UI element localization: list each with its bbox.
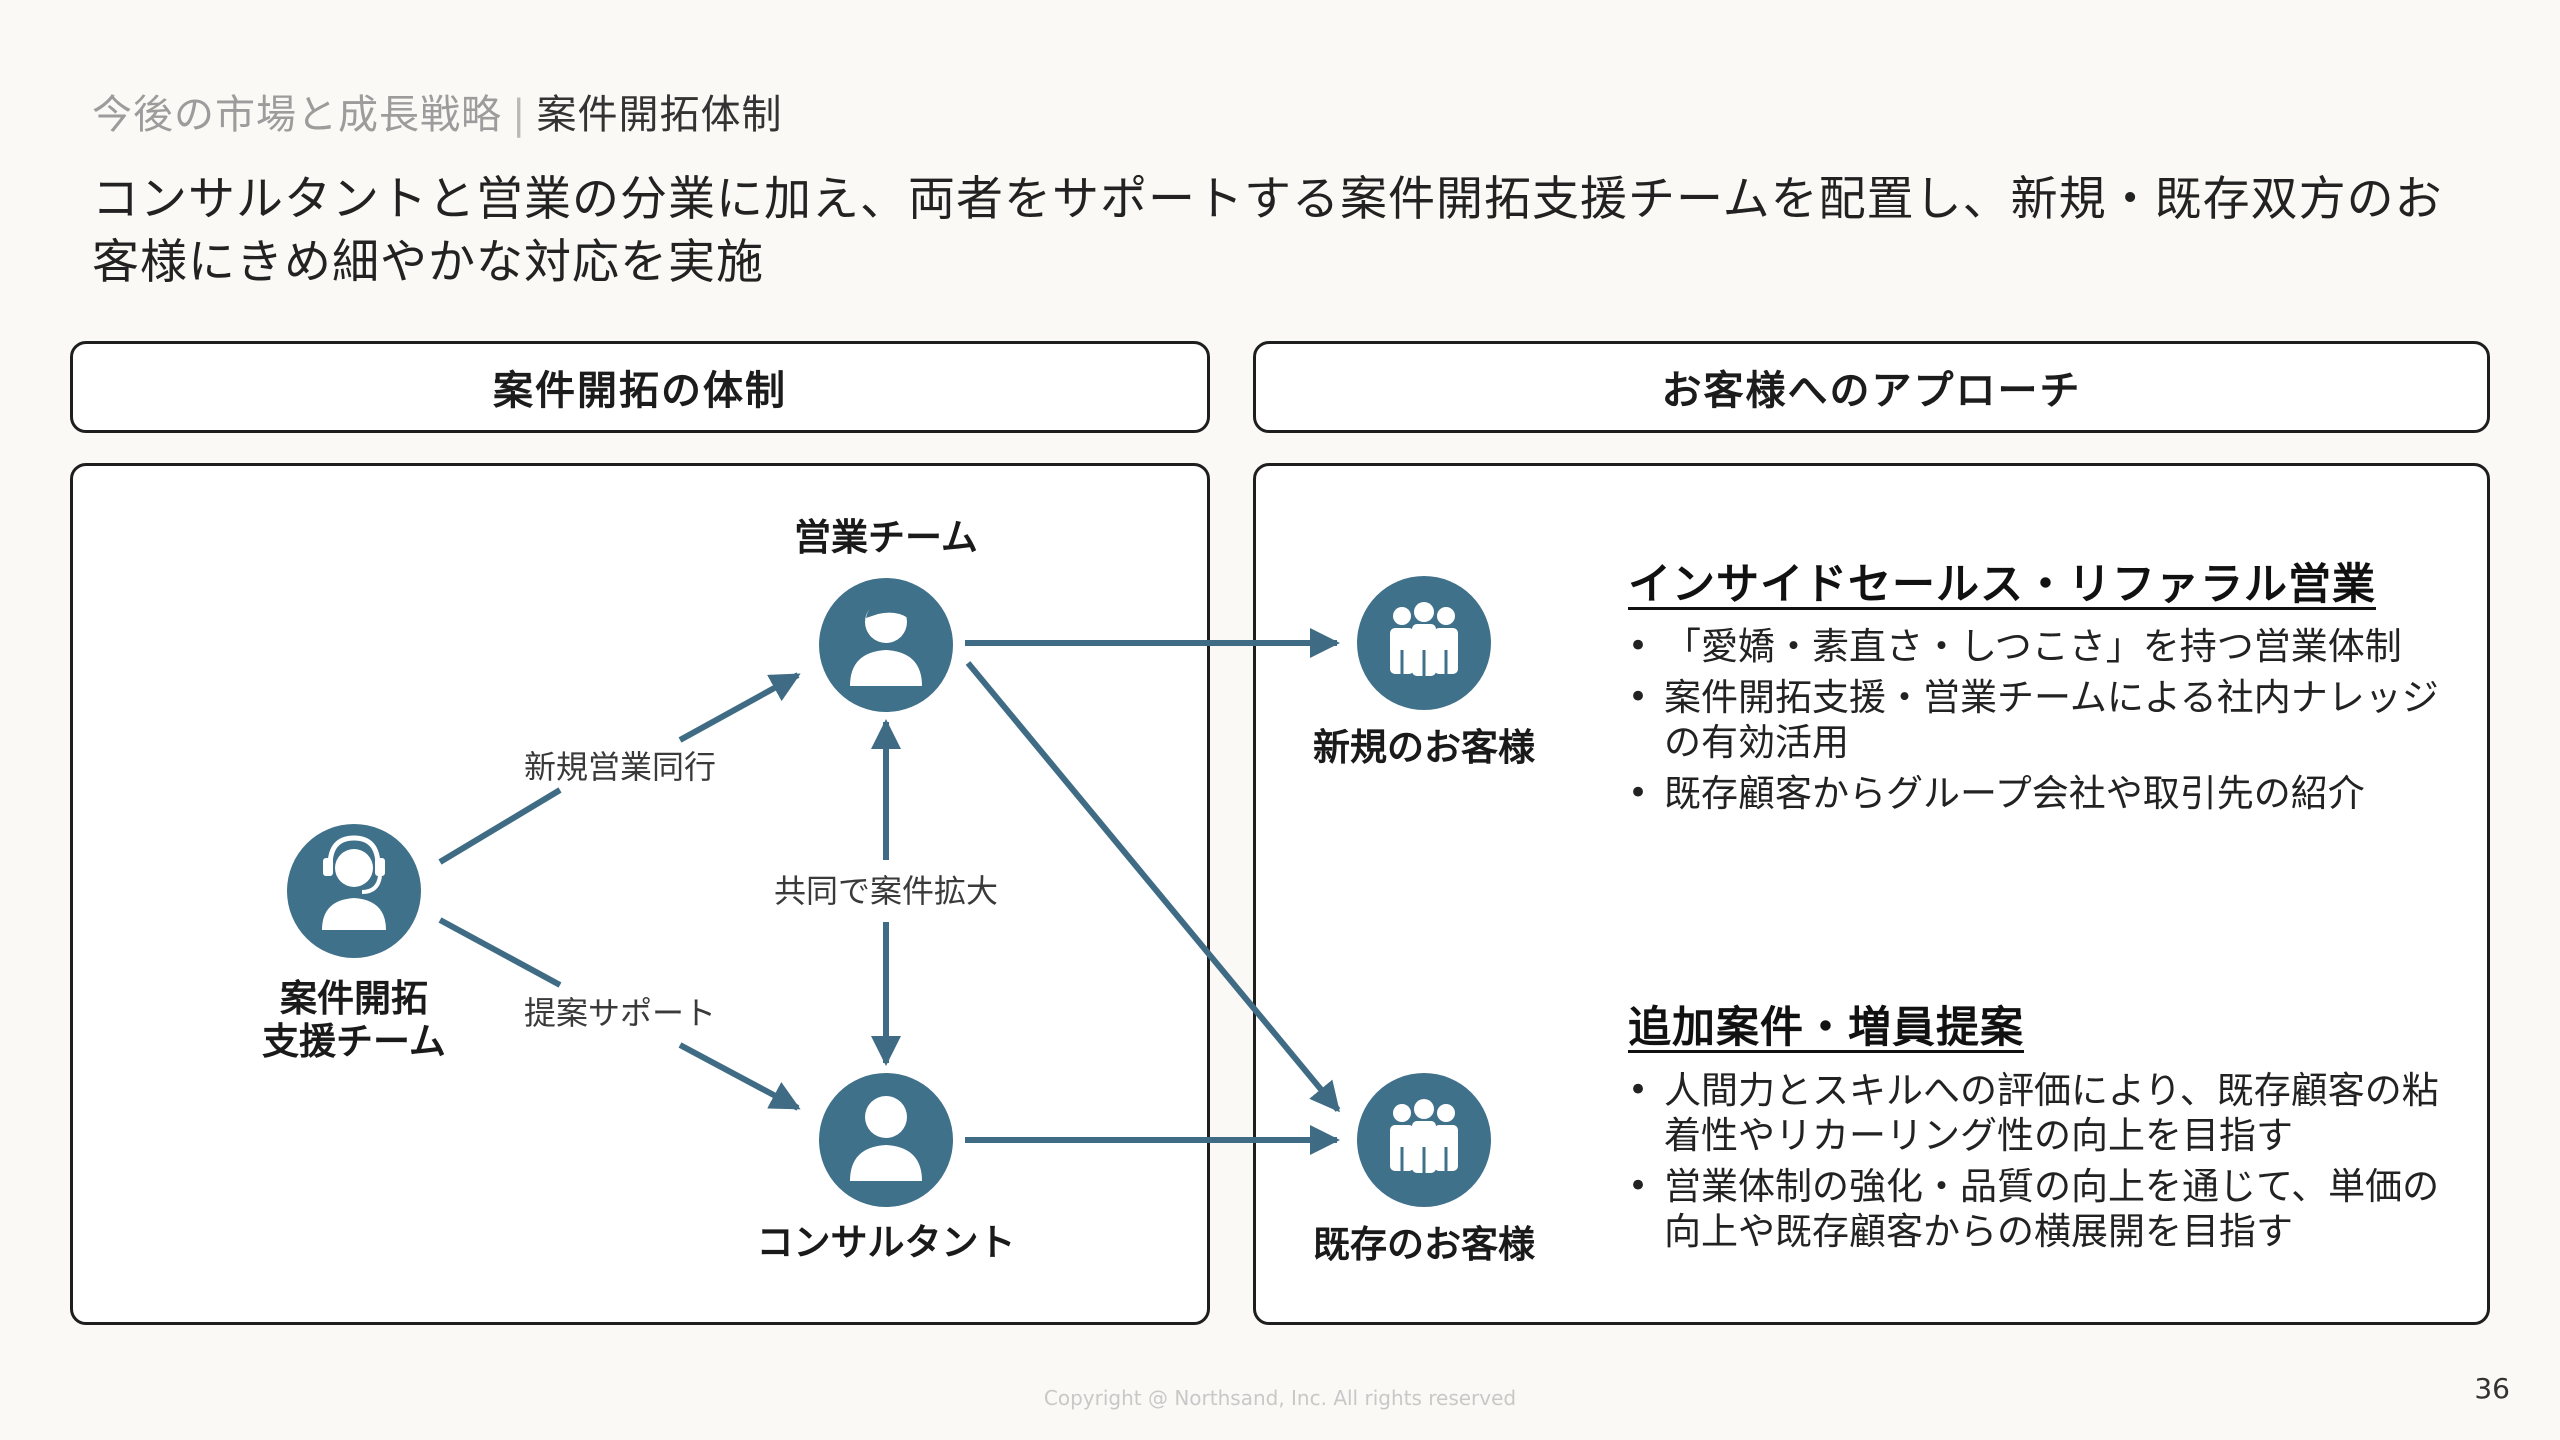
bullet-list-inside-sales: 「愛嬌・素直さ・しつこさ」を持つ営業体制 案件開拓支援・営業チームによる社内ナレ…: [1628, 624, 2448, 822]
right-section-header: お客様へのアプローチ: [1253, 341, 2490, 433]
slide-headline: コンサルタントと営業の分業に加え、両者をサポートする案件開拓支援チームを配置し、…: [92, 172, 2443, 290]
headset-person-icon: [287, 824, 421, 958]
bullet-list-upsell: 人間力とスキルへの評価により、既存顧客の粘着性やリカーリング性の向上を目指す 営…: [1628, 1068, 2448, 1260]
arrow-support-to-sales-b: [678, 672, 801, 743]
bullet-item: 人間力とスキルへの評価により、既存顧客の粘着性やリカーリング性の向上を目指す: [1628, 1068, 2448, 1158]
arrow-support-to-consultant-a: [438, 917, 562, 988]
group-people-icon: [1357, 576, 1491, 710]
left-section-header: 案件開拓の体制: [70, 341, 1210, 433]
node-label-existing-customers: 既存のお客様: [1313, 1223, 1536, 1266]
node-label-consultant: コンサルタント: [757, 1221, 1016, 1264]
page-number: 36: [2474, 1372, 2510, 1405]
consultant-person-icon: [819, 1073, 953, 1207]
arrow-support-to-sales-a: [438, 787, 562, 865]
breadcrumb-parent: 今後の市場と成長戦略: [92, 92, 502, 138]
salesperson-icon: [819, 578, 953, 712]
copyright-text: Copyright @ Northsand, Inc. All rights r…: [1043, 1386, 1517, 1410]
group-people-icon: [1357, 1073, 1491, 1207]
node-label-support-team-line1: 案件開拓: [280, 977, 428, 1020]
breadcrumb: 今後の市場と成長戦略|案件開拓体制: [92, 82, 782, 140]
breadcrumb-separator: |: [512, 92, 527, 138]
section-title-upsell: 追加案件・増員提案: [1628, 1003, 2024, 1053]
breadcrumb-current: 案件開拓体制: [536, 92, 783, 138]
bullet-item: 案件開拓支援・営業チームによる社内ナレッジの有効活用: [1628, 675, 2448, 765]
structure-panel: [70, 463, 1210, 1325]
node-label-sales-team: 営業チーム: [794, 516, 978, 559]
edge-label-joint-expansion: 共同で案件拡大: [774, 872, 998, 910]
edge-label-proposal-support: 提案サポート: [524, 994, 716, 1032]
edge-label-new-sales-accompany: 新規営業同行: [524, 748, 716, 786]
bullet-item: 「愛嬌・素直さ・しつこさ」を持つ営業体制: [1628, 624, 2448, 669]
arrow-sales-to-existing: [965, 661, 1341, 1113]
node-label-new-customers: 新規のお客様: [1313, 726, 1536, 769]
node-label-support-team-line2: 支援チーム: [262, 1020, 446, 1063]
bullet-item: 既存顧客からグループ会社や取引先の紹介: [1628, 771, 2448, 816]
section-title-inside-sales: インサイドセールス・リファラル営業: [1628, 560, 2376, 610]
arrow-support-to-consultant-b: [678, 1042, 801, 1111]
bullet-item: 営業体制の強化・品質の向上を通じて、単価の向上や既存顧客からの横展開を目指す: [1628, 1164, 2448, 1254]
